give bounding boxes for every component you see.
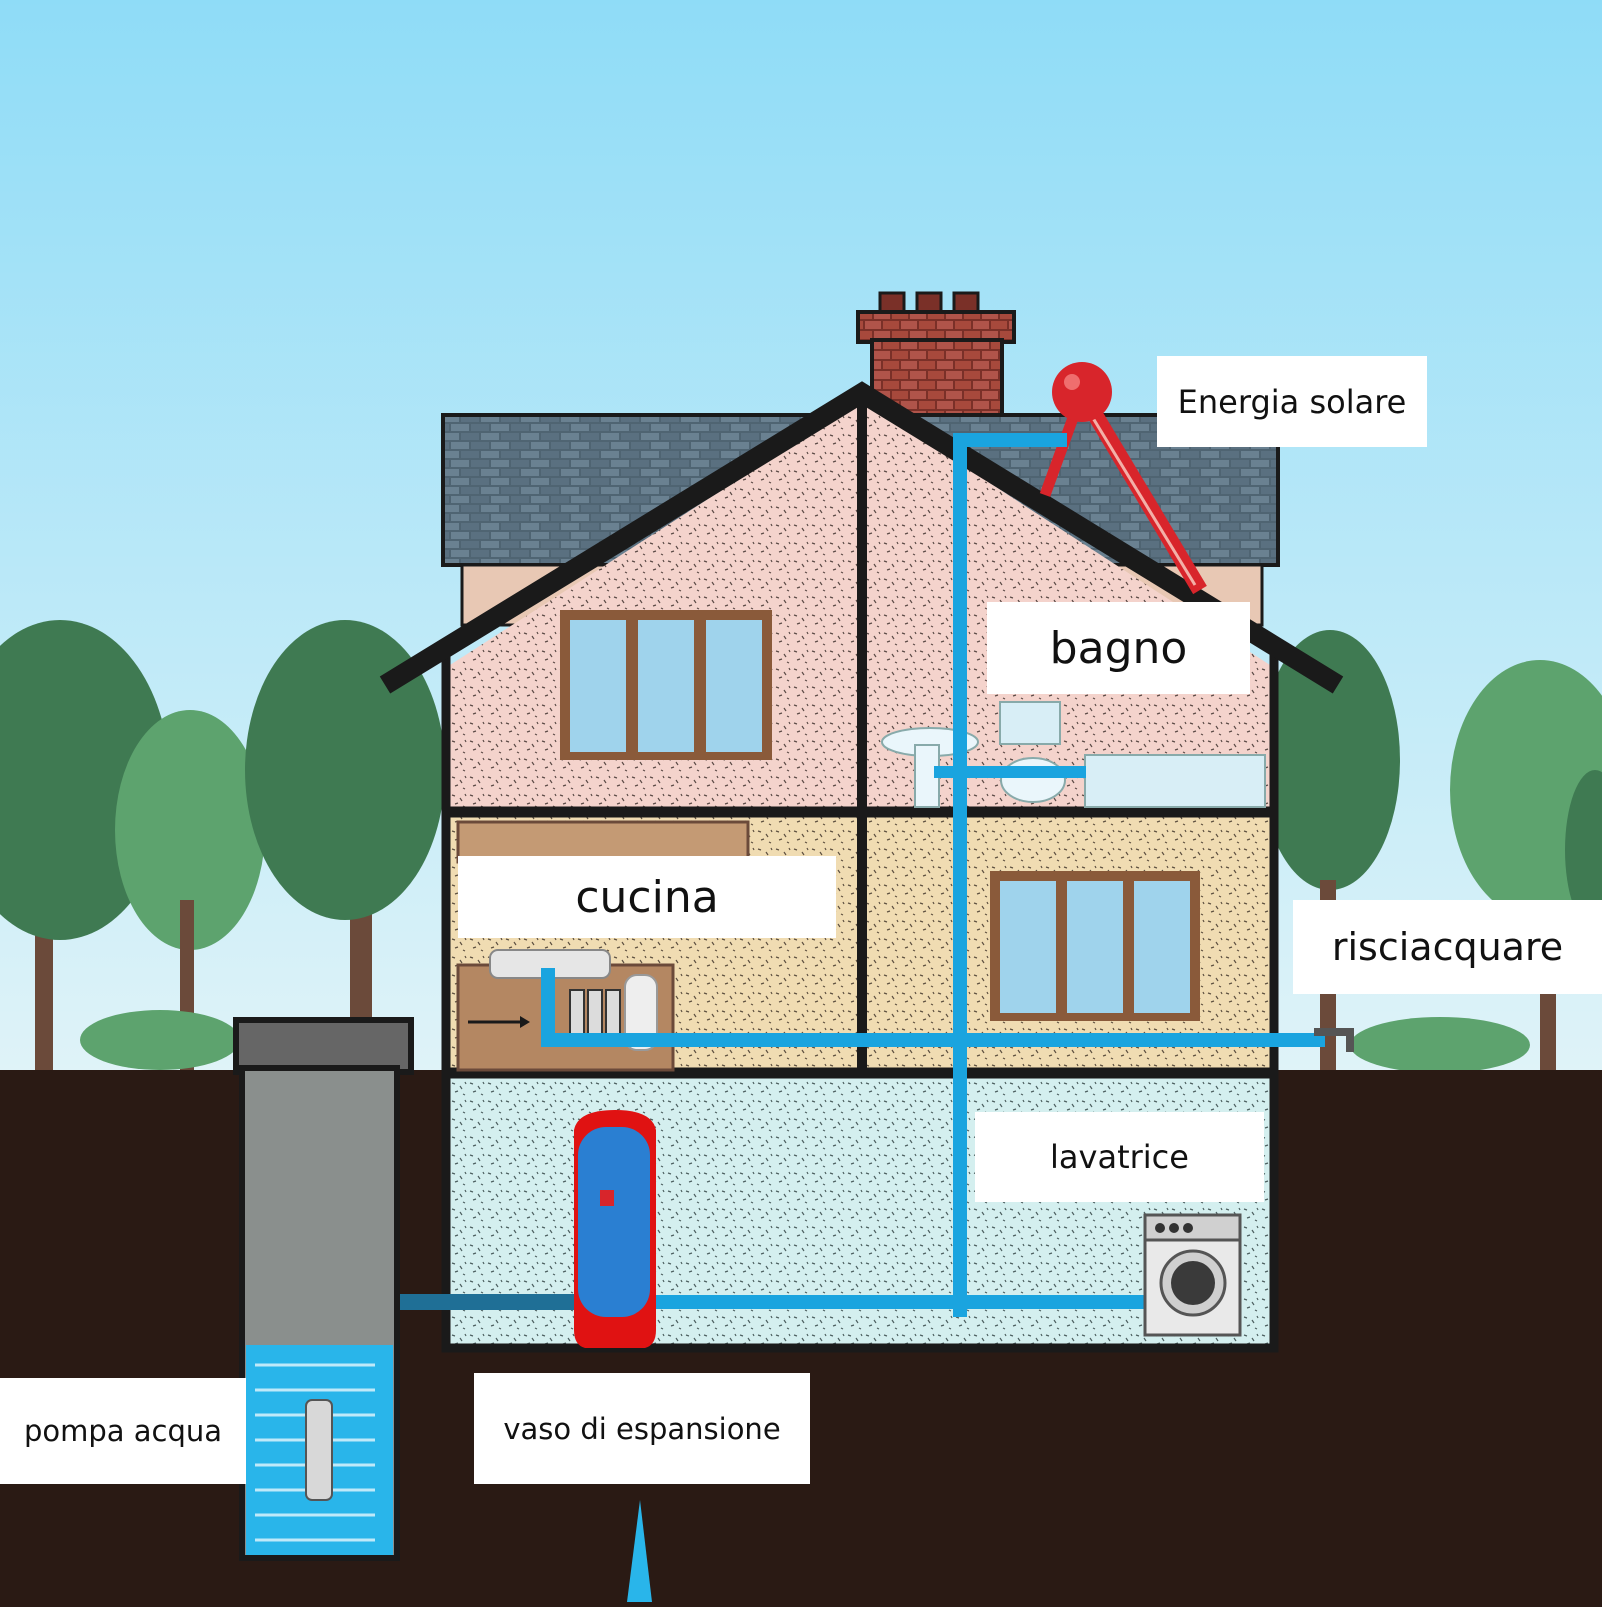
washing-machine (1143, 1213, 1242, 1337)
middle-window (990, 871, 1200, 1021)
upper-window (560, 610, 772, 760)
label-cucina: cucina (458, 856, 836, 938)
label-risciacquare: risciacquare (1293, 900, 1602, 994)
bore-pipe (627, 1500, 652, 1602)
water-well (233, 1017, 414, 1561)
label-bagno: bagno (987, 602, 1250, 694)
label-lavatrice: lavatrice (975, 1112, 1264, 1202)
trees (0, 620, 1602, 1073)
expansion-tank (574, 1110, 656, 1348)
label-vaso-di-espansione: vaso di espansione (474, 1373, 810, 1484)
label-pompa-acqua: pompa acqua (0, 1378, 246, 1484)
label-energia-solare: Energia solare (1157, 356, 1427, 447)
